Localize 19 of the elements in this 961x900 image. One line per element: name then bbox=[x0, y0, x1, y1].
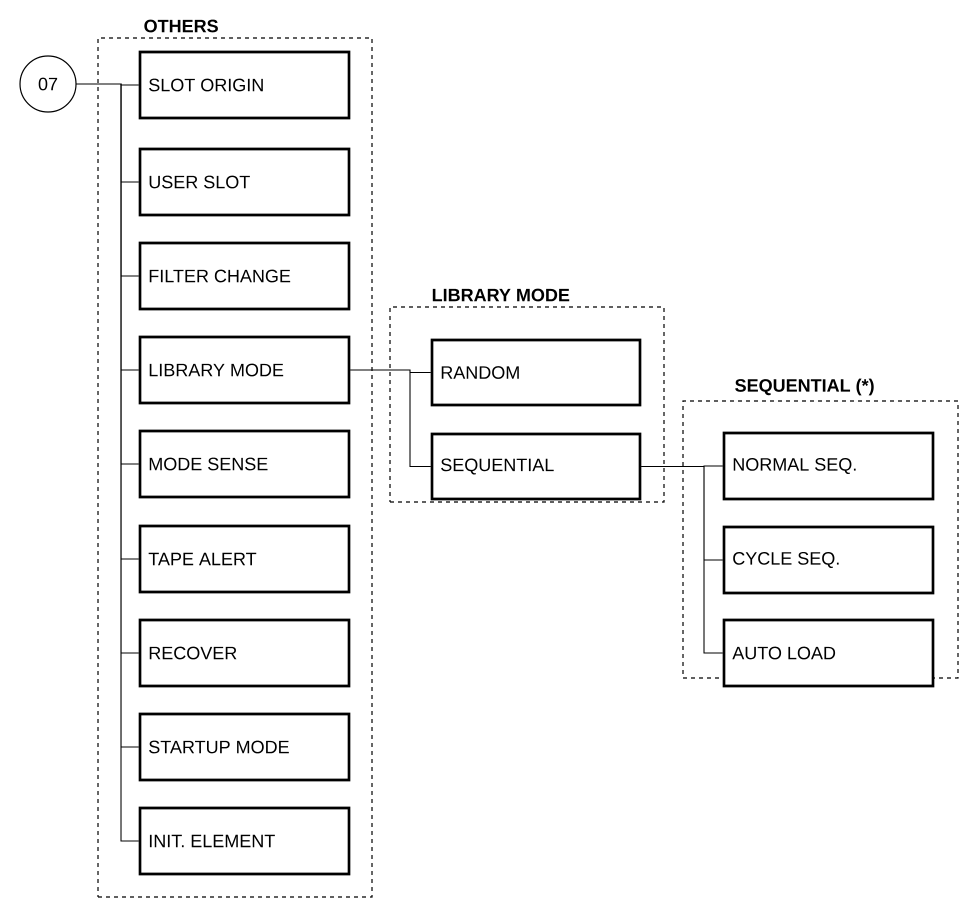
menu-box: RECOVER bbox=[138, 618, 350, 688]
menu-box: TAPE ALERT bbox=[138, 524, 350, 594]
node-label: LIBRARY MODE bbox=[432, 288, 570, 302]
node-label: OTHERS bbox=[144, 20, 218, 32]
menu-box: INIT. ELEMENT bbox=[138, 806, 350, 876]
menu-box: USER SLOT bbox=[138, 148, 350, 216]
menu-box: FILTER CHANGE bbox=[138, 242, 350, 310]
node-label: SEQUENTIAL (*) bbox=[735, 378, 874, 396]
menu-box: LIBRARY MODE bbox=[138, 336, 350, 404]
tree-connector bbox=[350, 369, 431, 468]
menu-box: MODE SENSE bbox=[138, 430, 350, 498]
menu-box: SEQUENTIAL bbox=[430, 432, 642, 500]
menu-box: STARTUP MODE bbox=[138, 712, 350, 782]
menu-box: SLOT ORIGIN bbox=[138, 50, 350, 120]
menu-box: CYCLE SEQ. bbox=[722, 526, 934, 594]
menu-box: NORMAL SEQ. bbox=[722, 432, 934, 500]
menu-box: AUTO LOAD bbox=[722, 618, 934, 688]
menu-box: RANDOM bbox=[430, 338, 642, 406]
tree-connector bbox=[641, 466, 723, 654]
